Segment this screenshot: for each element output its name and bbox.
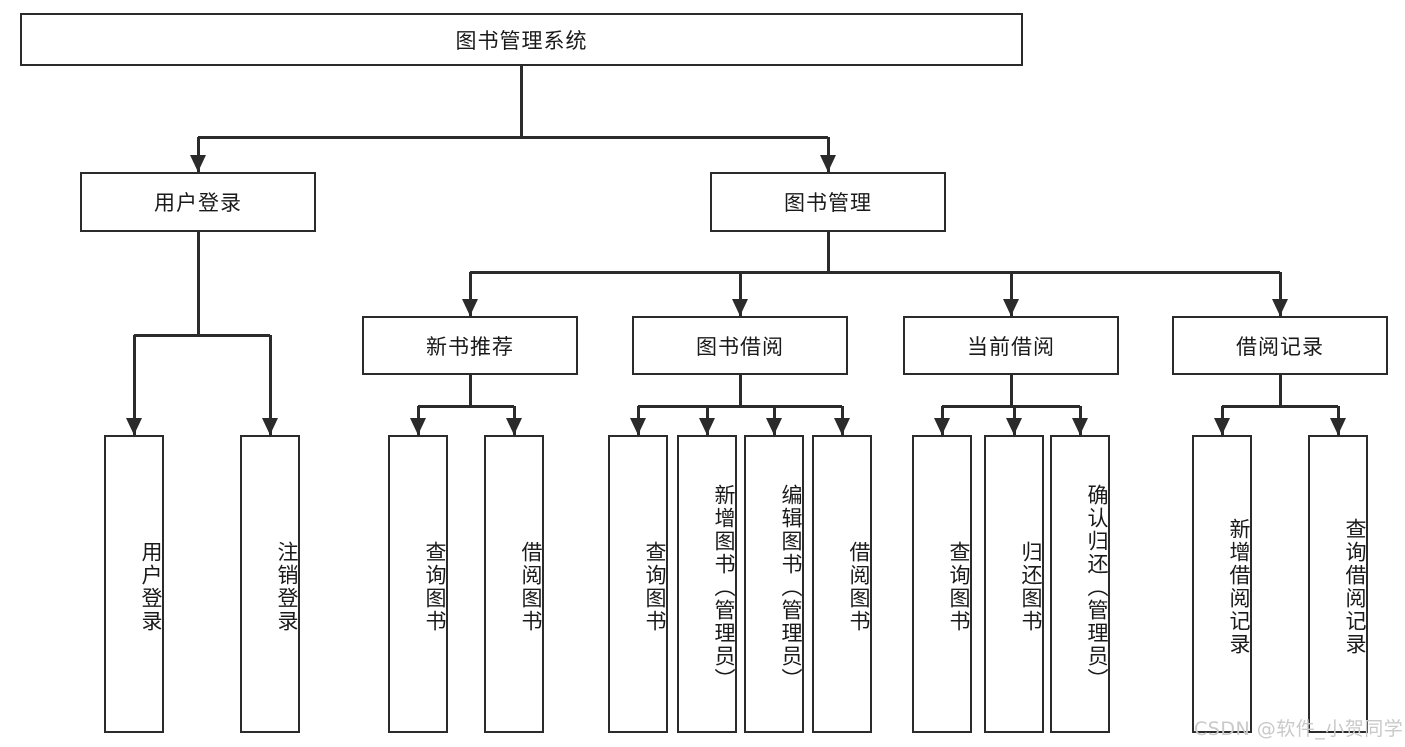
connector-bus-leaves bbox=[942, 404, 1080, 408]
arrowhead-icon bbox=[1272, 299, 1288, 316]
node-label: 用户登录 bbox=[154, 191, 242, 215]
connector-bus-level2 bbox=[198, 135, 828, 139]
leaf-node-edit-book-admin[interactable]: 编辑图书（管理员） bbox=[744, 435, 804, 733]
connector-to-level2-1 bbox=[826, 137, 830, 172]
connector-stem bbox=[468, 375, 472, 406]
connector-bus-leaves bbox=[418, 404, 514, 408]
connector-bus-leaves bbox=[638, 404, 842, 408]
node-label: 借阅图书 bbox=[847, 541, 871, 633]
connector-stem bbox=[196, 232, 200, 335]
leaf-node-add-borrow-record[interactable]: 新增借阅记录 bbox=[1192, 435, 1252, 733]
arrowhead-icon bbox=[462, 299, 478, 316]
node-label: 查询图书 bbox=[643, 541, 667, 633]
arrowhead-icon bbox=[410, 418, 426, 435]
node-label: 查询图书 bbox=[947, 541, 971, 633]
node-label: 用户登录 bbox=[139, 541, 163, 633]
connector-to-leaf-0 bbox=[132, 335, 136, 435]
node-label: 归还图书 bbox=[1019, 541, 1043, 633]
connector-book-management-stem bbox=[826, 232, 830, 272]
arrowhead-icon bbox=[1330, 418, 1346, 435]
leaf-node-logout[interactable]: 注销登录 bbox=[240, 435, 300, 733]
arrowhead-icon bbox=[732, 299, 748, 316]
node-label: 新书推荐 bbox=[426, 334, 514, 359]
node-user-login[interactable]: 用户登录 bbox=[80, 172, 316, 232]
node-label: 查询借阅记录 bbox=[1343, 518, 1367, 656]
connector-to-leaf-1 bbox=[268, 335, 272, 435]
arrowhead-icon bbox=[1072, 418, 1088, 435]
connector-stem bbox=[1009, 375, 1013, 406]
connector-stem bbox=[1278, 375, 1282, 406]
node-label: 编辑图书（管理员） bbox=[779, 483, 803, 691]
arrowhead-icon bbox=[1006, 418, 1022, 435]
node-current-borrow[interactable]: 当前借阅 bbox=[903, 316, 1119, 375]
node-book-borrow[interactable]: 图书借阅 bbox=[632, 316, 848, 375]
leaf-node-confirm-return-admin[interactable]: 确认归还（管理员） bbox=[1050, 435, 1110, 733]
node-label: 图书借阅 bbox=[696, 334, 784, 359]
leaf-node-query-borrow-record[interactable]: 查询借阅记录 bbox=[1308, 435, 1368, 733]
leaf-node-borrow-book-recommendation[interactable]: 借阅图书 bbox=[484, 435, 544, 733]
connector-to-level3-2 bbox=[1009, 272, 1013, 316]
connector-root-stem bbox=[520, 66, 523, 137]
node-label: 当前借阅 bbox=[967, 334, 1055, 359]
leaf-node-query-book-recommendation[interactable]: 查询图书 bbox=[388, 435, 448, 733]
leaf-node-query-book-borrow[interactable]: 查询图书 bbox=[608, 435, 668, 733]
connector-to-level3-1 bbox=[738, 272, 742, 316]
connector-bus-leaves bbox=[134, 333, 270, 337]
connector-bus-level3 bbox=[470, 270, 1280, 274]
connector-stem bbox=[738, 375, 742, 406]
leaf-node-query-book-current[interactable]: 查询图书 bbox=[912, 435, 972, 733]
connector-to-level2-0 bbox=[196, 137, 200, 172]
node-borrow-record[interactable]: 借阅记录 bbox=[1172, 316, 1388, 375]
arrowhead-icon bbox=[190, 155, 206, 172]
node-label: 借阅图书 bbox=[519, 541, 543, 633]
node-label: 确认归还（管理员） bbox=[1085, 483, 1109, 691]
leaf-node-return-book[interactable]: 归还图书 bbox=[984, 435, 1044, 733]
node-new-book-recommendation[interactable]: 新书推荐 bbox=[362, 316, 578, 375]
leaf-node-add-book-admin[interactable]: 新增图书（管理员） bbox=[677, 435, 737, 733]
leaf-node-user-login[interactable]: 用户登录 bbox=[104, 435, 164, 733]
leaf-node-borrow-book[interactable]: 借阅图书 bbox=[812, 435, 872, 733]
node-label: 注销登录 bbox=[275, 541, 299, 633]
node-label: 新增借阅记录 bbox=[1227, 518, 1251, 656]
arrowhead-icon bbox=[506, 418, 522, 435]
connector-to-level3-3 bbox=[1278, 272, 1282, 316]
watermark-text: CSDN @软件_小贺同学 bbox=[1194, 718, 1404, 740]
node-label: 图书管理 bbox=[784, 191, 872, 215]
node-label: 图书管理系统 bbox=[455, 28, 588, 53]
node-label: 借阅记录 bbox=[1236, 334, 1324, 359]
arrowhead-icon bbox=[699, 418, 715, 435]
arrowhead-icon bbox=[1003, 299, 1019, 316]
arrowhead-icon bbox=[834, 418, 850, 435]
arrowhead-icon bbox=[1214, 418, 1230, 435]
arrowhead-icon bbox=[766, 418, 782, 435]
node-label: 查询图书 bbox=[423, 541, 447, 633]
node-root-book-management-system[interactable]: 图书管理系统 bbox=[20, 13, 1023, 66]
arrowhead-icon bbox=[934, 418, 950, 435]
arrowhead-icon bbox=[262, 418, 278, 435]
node-label: 新增图书（管理员） bbox=[712, 483, 736, 691]
arrowhead-icon bbox=[126, 418, 142, 435]
node-book-management[interactable]: 图书管理 bbox=[710, 172, 946, 232]
arrowhead-icon bbox=[820, 155, 836, 172]
arrowhead-icon bbox=[630, 418, 646, 435]
connector-bus-leaves bbox=[1222, 404, 1338, 408]
connector-to-level3-0 bbox=[468, 272, 472, 316]
